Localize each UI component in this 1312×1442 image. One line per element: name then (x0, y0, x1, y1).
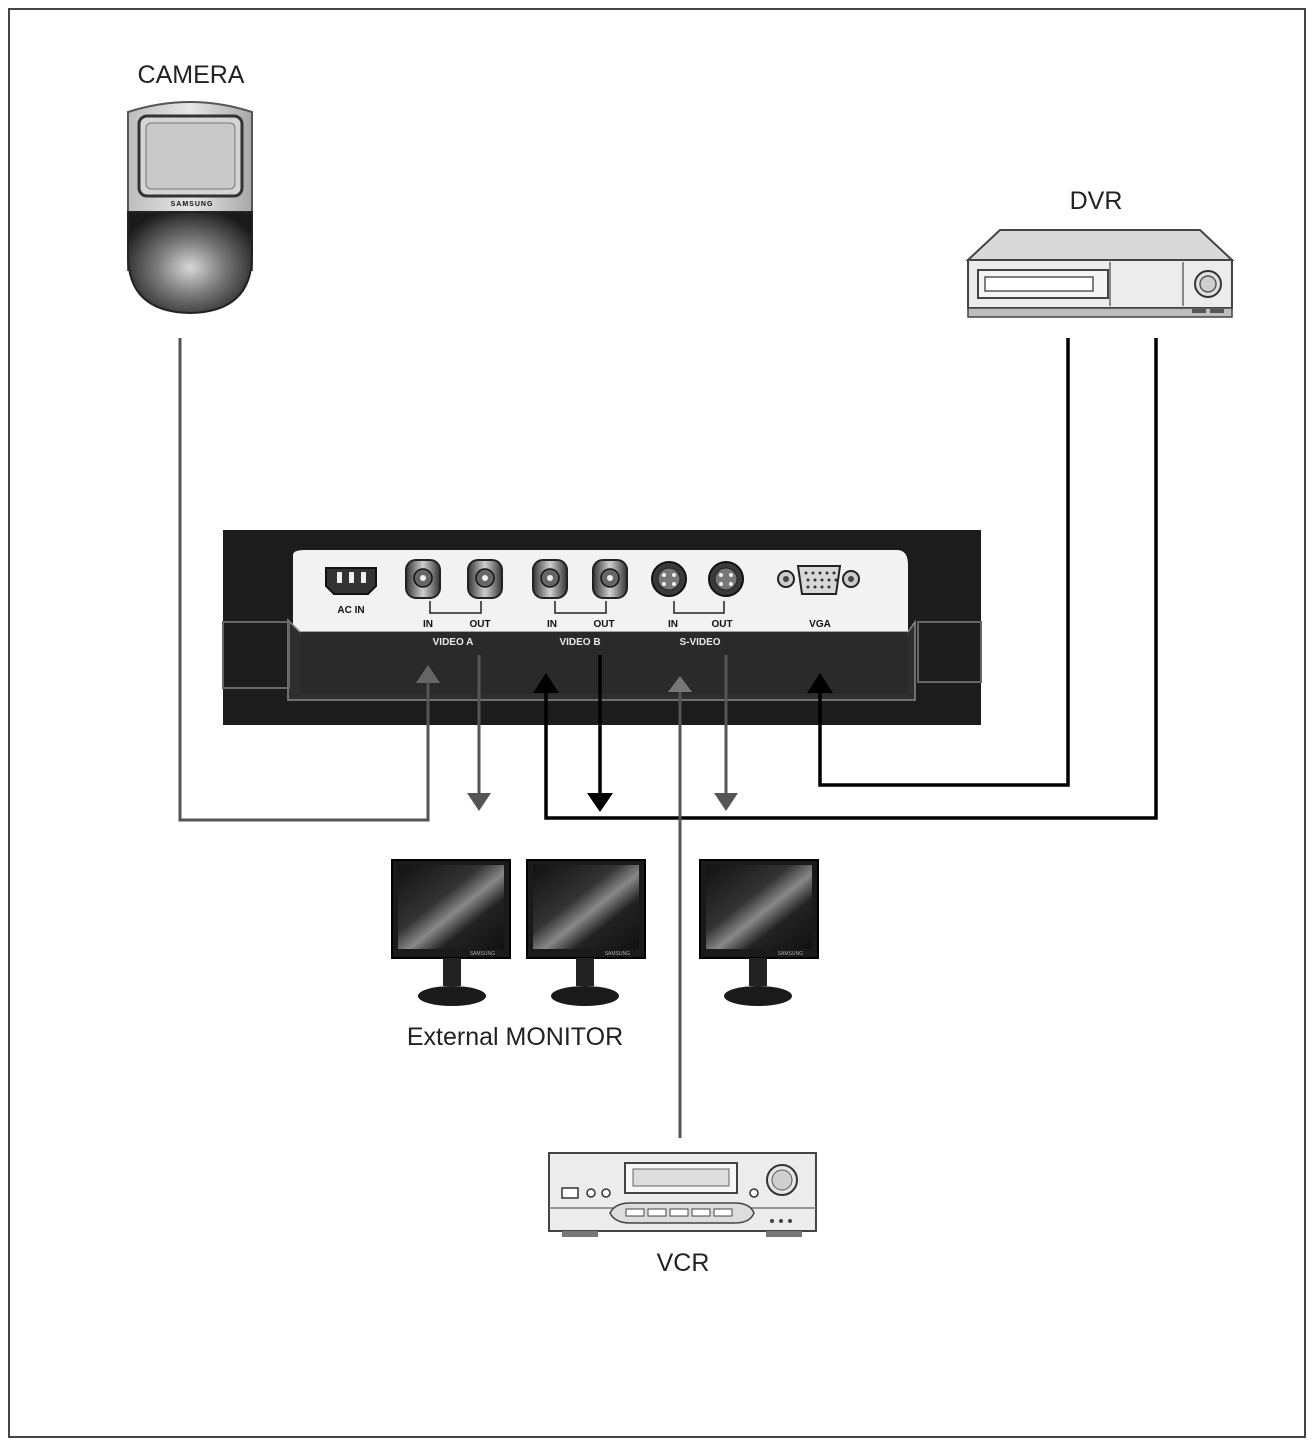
cable-dvr-to-video-b-in (544, 338, 1158, 820)
vga-port: VGA (777, 565, 860, 630)
external-monitors: SAMSUNG SAMSUNG SAMSUNG External MONITOR (391, 859, 819, 1051)
external-monitor-label: External MONITOR (407, 1023, 623, 1051)
camera-label: CAMERA (138, 61, 245, 89)
video-a-in-label: IN (423, 619, 433, 630)
video-a-label: VIDEO A (433, 637, 474, 648)
svg-text:SAMSUNG: SAMSUNG (778, 951, 803, 957)
vcr-label: VCR (657, 1249, 710, 1277)
cable-camera-to-video-a-in (178, 338, 430, 822)
video-b-in-label: IN (547, 619, 557, 630)
dvr: DVR (965, 187, 1235, 318)
monitor-3: SAMSUNG (699, 859, 819, 1006)
video-a-ports: IN OUT VIDEO A (405, 559, 503, 648)
s-video-out-label: OUT (711, 619, 732, 630)
svg-text:SAMSUNG: SAMSUNG (470, 951, 495, 957)
s-video-in-label: IN (668, 619, 678, 630)
video-b-out-bnc (592, 559, 628, 599)
s-video-ports: IN OUT S-VIDEO (651, 561, 744, 648)
vga-label: VGA (809, 619, 831, 630)
vcr: VCR (548, 1152, 817, 1277)
svg-text:SAMSUNG: SAMSUNG (605, 951, 630, 957)
rear-panel: AC IN IN OUT VIDEO A (222, 530, 982, 725)
s-video-in-port (651, 561, 687, 597)
video-b-out-label: OUT (593, 619, 614, 630)
camera: CAMERA SAMSUNG (127, 61, 253, 315)
camera-brand-logo: SAMSUNG (171, 201, 214, 208)
ac-in-label: AC IN (337, 605, 364, 616)
video-a-in-bnc (405, 559, 441, 599)
s-video-out-port (708, 561, 744, 597)
monitor-2: SAMSUNG (526, 859, 646, 1006)
cables (178, 338, 1158, 1138)
video-a-out-label: OUT (469, 619, 490, 630)
video-b-in-bnc (532, 559, 568, 599)
video-b-label: VIDEO B (559, 637, 600, 648)
video-b-ports: IN OUT VIDEO B (532, 559, 628, 648)
ac-in-port: AC IN (325, 567, 377, 616)
s-video-label: S-VIDEO (679, 637, 720, 648)
dvr-label: DVR (1070, 187, 1123, 215)
video-a-out-bnc (467, 559, 503, 599)
monitor-1: SAMSUNG (391, 859, 511, 1006)
cable-dvr-to-vga (818, 338, 1070, 787)
